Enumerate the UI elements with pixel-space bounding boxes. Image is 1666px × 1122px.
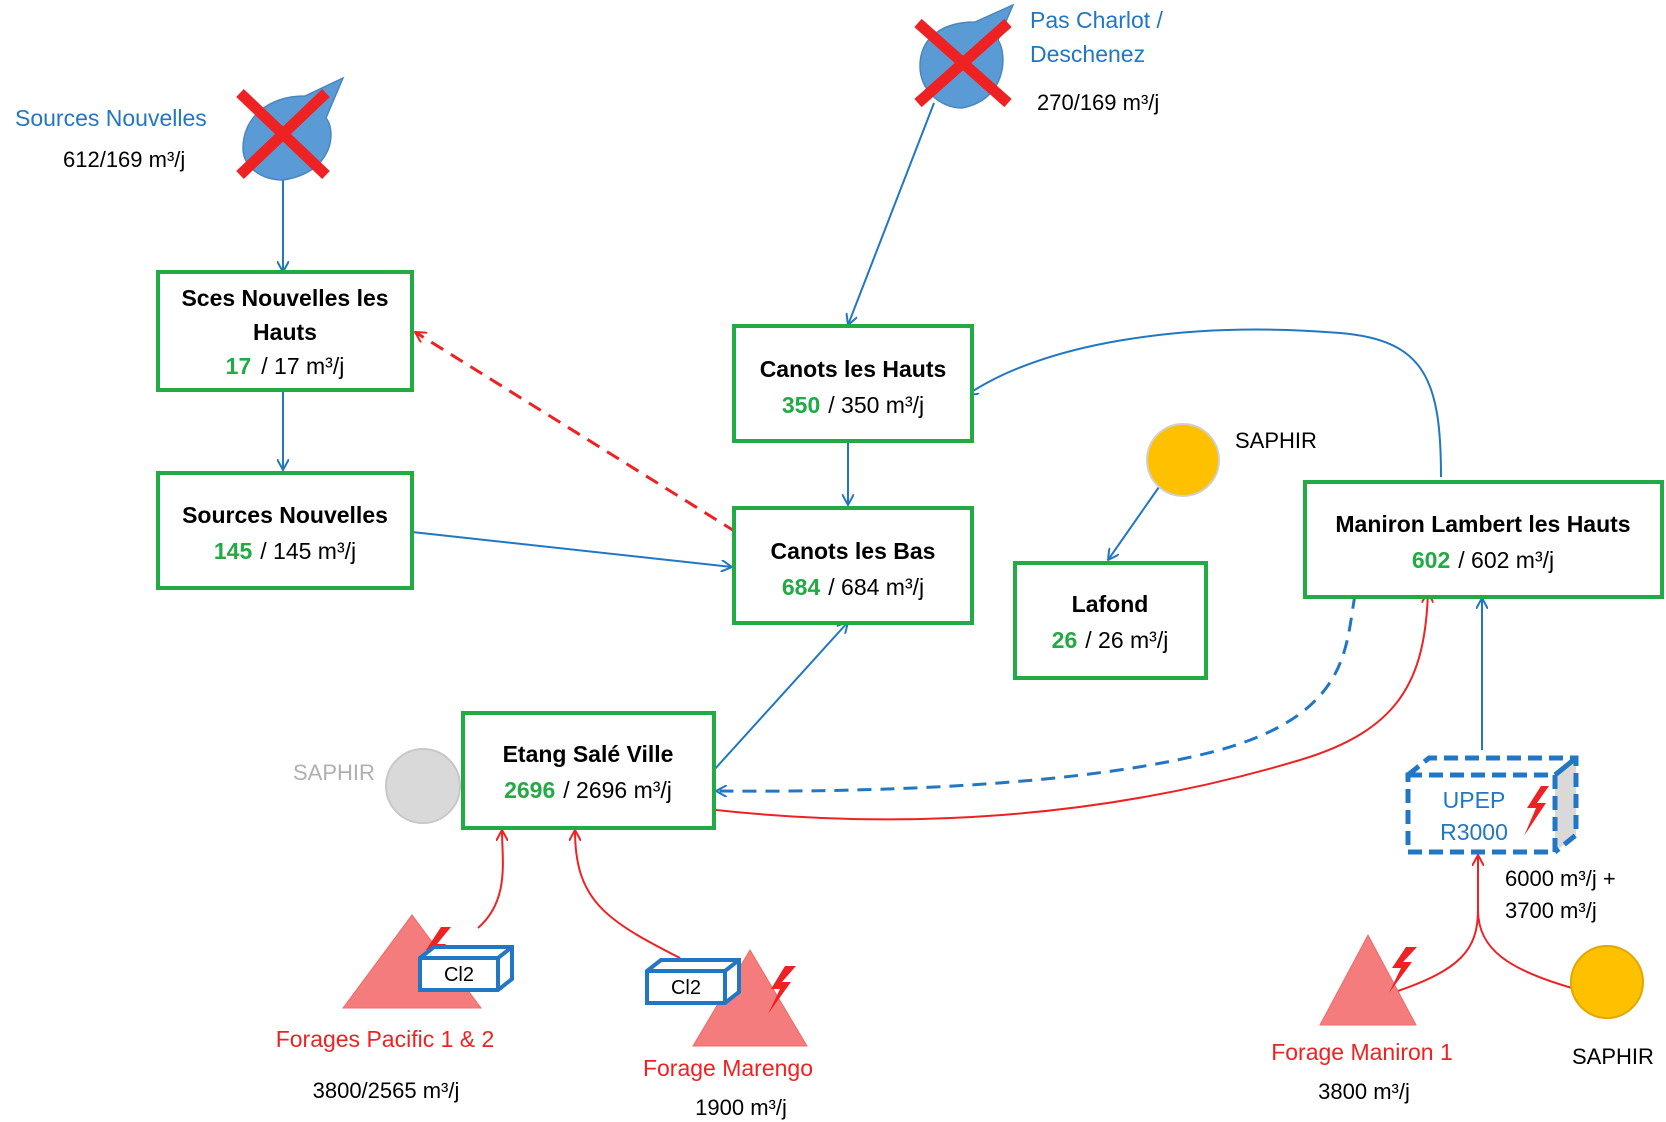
connections — [283, 102, 1573, 993]
upep-flow-line2: 3700 m³/j — [1505, 898, 1597, 923]
flow-pacific-to-etang — [477, 830, 503, 929]
upep-r3000: UPEP R3000 6000 m³/j + 3700 m³/j — [1405, 755, 1616, 923]
source-sources-nouvelles: Sources Nouvelles 612/169 m³/j — [15, 76, 345, 181]
cross-icon — [236, 89, 330, 179]
upep-label-line2: R3000 — [1440, 819, 1508, 845]
flow-etang-to-maniron-red — [715, 592, 1428, 821]
lightning-icon — [1389, 947, 1417, 993]
reservoir-sources-nouvelles: Sources Nouvelles 145/ 145 m³/j — [156, 471, 414, 590]
flow-maniron-to-canots-hauts — [967, 328, 1442, 478]
borehole-maniron: Forage Maniron 1 3800 m³/j — [1271, 933, 1453, 1104]
reservoir-capacity: 2696/ 2696 m³/j — [504, 777, 672, 803]
saphir-circle-icon — [1146, 423, 1220, 497]
flow-maniron-borehole-to-junction — [1394, 909, 1479, 993]
reservoir-capacity: 26/ 26 m³/j — [1052, 627, 1169, 653]
chlorine-label: Cl2 — [444, 964, 474, 986]
borehole-triangle-icon — [1319, 933, 1417, 1026]
borehole-pacific: Cl2 Forages Pacific 1 & 2 3800/2565 m³/j — [276, 914, 514, 1103]
cross-icon — [914, 18, 1012, 108]
upep-flow-line1: 6000 m³/j + — [1505, 866, 1616, 891]
lightning-icon — [768, 966, 796, 1014]
saphir-label: SAPHIR — [293, 760, 375, 785]
reservoir-capacity: 684/ 684 m³/j — [782, 574, 924, 600]
reservoir-capacity: 145/ 145 m³/j — [214, 538, 356, 564]
chlorine-box-icon: Cl2 — [645, 958, 741, 1005]
source-flow: 270/169 m³/j — [1037, 90, 1159, 115]
lightning-icon — [1524, 786, 1549, 836]
reservoir-sces-nouvelles-hauts: Sces Nouvelles les Hauts 17/ 17 m³/j — [156, 270, 414, 392]
borehole-flow: 3800 m³/j — [1318, 1079, 1410, 1104]
saphir-circle-icon — [1570, 945, 1644, 1019]
flow-sources-to-canots-bas — [411, 531, 732, 567]
reservoir-name: Canots les Hauts — [760, 356, 947, 382]
source-name-line1: Pas Charlot / — [1030, 7, 1164, 33]
saphir-maniron: SAPHIR — [1570, 945, 1654, 1069]
flow-marengo-to-etang — [575, 830, 681, 959]
treatment-plant-icon — [1405, 755, 1579, 855]
reservoir-name: Canots les Bas — [771, 538, 936, 564]
source-flow: 612/169 m³/j — [63, 147, 185, 172]
borehole-name: Forage Marengo — [643, 1055, 813, 1081]
flow-pas-charlot-to-canots-hauts — [848, 102, 935, 325]
upep-label-line1: UPEP — [1443, 787, 1506, 813]
borehole-flow: 1900 m³/j — [695, 1095, 787, 1120]
reservoir-name-line1: Sces Nouvelles les — [181, 285, 388, 311]
reservoir-lafond: Lafond 26/ 26 m³/j — [1013, 561, 1208, 680]
flow-maniron-to-etang-dashed — [716, 594, 1357, 791]
flow-canots-bas-to-sces-hauts-dashed — [415, 330, 737, 534]
flow-saphir-to-lafond — [1108, 486, 1160, 560]
reservoir-capacity: 602/ 602 m³/j — [1412, 547, 1554, 573]
chlorine-box-icon: Cl2 — [418, 945, 514, 992]
reservoir-name: Etang Salé Ville — [503, 741, 674, 767]
saphir-label: SAPHIR — [1572, 1044, 1654, 1069]
saphir-label: SAPHIR — [1235, 428, 1317, 453]
reservoir-capacity: 17/ 17 m³/j — [226, 353, 345, 379]
flow-etang-to-canots-bas — [713, 622, 848, 771]
reservoir-name: Sources Nouvelles — [182, 502, 388, 528]
reservoir-etang-sale-ville: Etang Salé Ville 2696/ 2696 m³/j — [461, 711, 716, 830]
borehole-name: Forages Pacific 1 & 2 — [276, 1026, 495, 1052]
reservoir-maniron-lambert: Maniron Lambert les Hauts 602/ 602 m³/j — [1303, 480, 1664, 599]
saphir-circle-icon — [385, 748, 461, 824]
source-pas-charlot: Pas Charlot / Deschenez 270/169 m³/j — [914, 3, 1164, 115]
source-name: Sources Nouvelles — [15, 105, 207, 131]
saphir-etang: SAPHIR — [293, 748, 461, 824]
reservoir-name: Maniron Lambert les Hauts — [1335, 511, 1630, 537]
reservoir-canots-bas: Canots les Bas 684/ 684 m³/j — [732, 506, 974, 625]
saphir-lafond: SAPHIR — [1146, 423, 1317, 497]
source-name-line2: Deschenez — [1030, 41, 1145, 67]
borehole-marengo: Cl2 Forage Marengo 1900 m³/j — [643, 949, 813, 1120]
reservoir-name: Lafond — [1072, 591, 1149, 617]
borehole-name: Forage Maniron 1 — [1271, 1039, 1453, 1065]
reservoir-canots-hauts: Canots les Hauts 350/ 350 m³/j — [732, 324, 974, 443]
flow-saphir-to-junction — [1477, 909, 1573, 989]
reservoir-name-line2: Hauts — [253, 319, 317, 345]
reservoir-capacity: 350/ 350 m³/j — [782, 392, 924, 418]
borehole-flow: 3800/2565 m³/j — [313, 1078, 460, 1103]
chlorine-label: Cl2 — [671, 977, 701, 999]
